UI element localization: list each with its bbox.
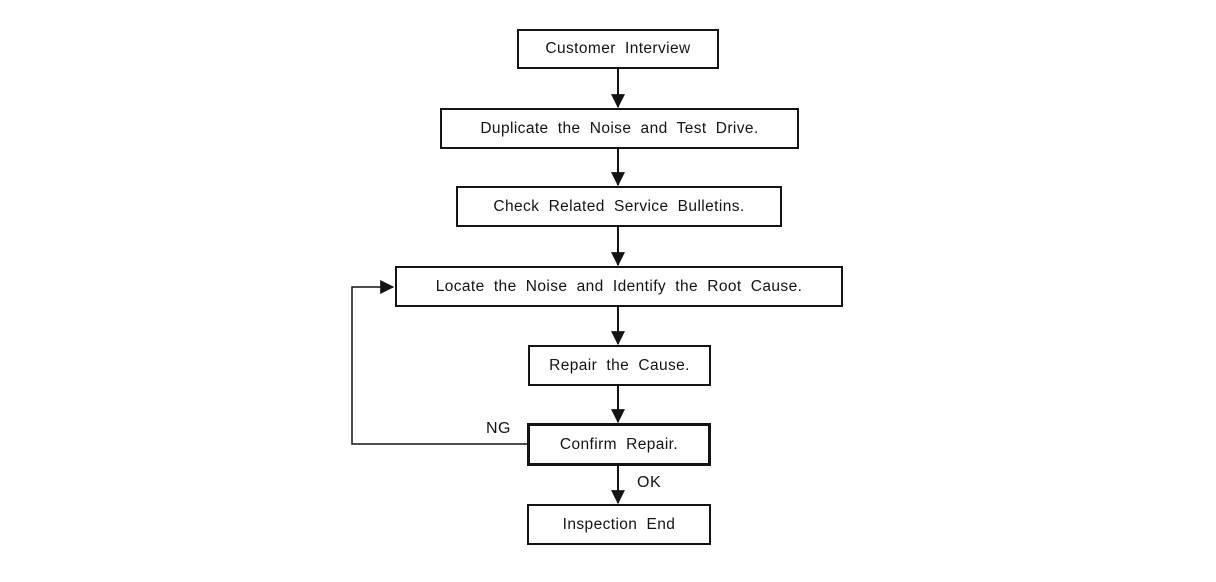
flowchart-node-customer-interview: Customer Interview	[517, 29, 719, 69]
flowchart-node-duplicate-noise: Duplicate the Noise and Test Drive.	[440, 108, 799, 149]
node-label-locate-noise: Locate the Noise and Identify the Root C…	[435, 277, 803, 295]
flowchart-node-locate-noise: Locate the Noise and Identify the Root C…	[395, 266, 843, 307]
flowchart-node-check-bulletins: Check Related Service Bulletins.	[456, 186, 782, 227]
node-label-repair-cause: Repair the Cause.	[549, 356, 690, 374]
flowchart-node-inspection-end: Inspection End	[527, 504, 711, 545]
node-label-confirm-repair: Confirm Repair.	[559, 435, 679, 453]
edge-label-ok: OK	[637, 474, 662, 491]
node-label-check-bulletins: Check Related Service Bulletins.	[493, 197, 745, 215]
edge-label-ng: NG	[486, 420, 511, 437]
flowchart-node-confirm-repair: Confirm Repair.	[527, 423, 711, 466]
node-label-duplicate-noise: Duplicate the Noise and Test Drive.	[480, 119, 759, 137]
edge-ng-loop-back	[351, 280, 527, 445]
node-label-customer-interview: Customer Interview	[545, 40, 691, 57]
flowchart-node-repair-cause: Repair the Cause.	[528, 345, 711, 386]
node-label-inspection-end: Inspection End	[562, 515, 676, 533]
